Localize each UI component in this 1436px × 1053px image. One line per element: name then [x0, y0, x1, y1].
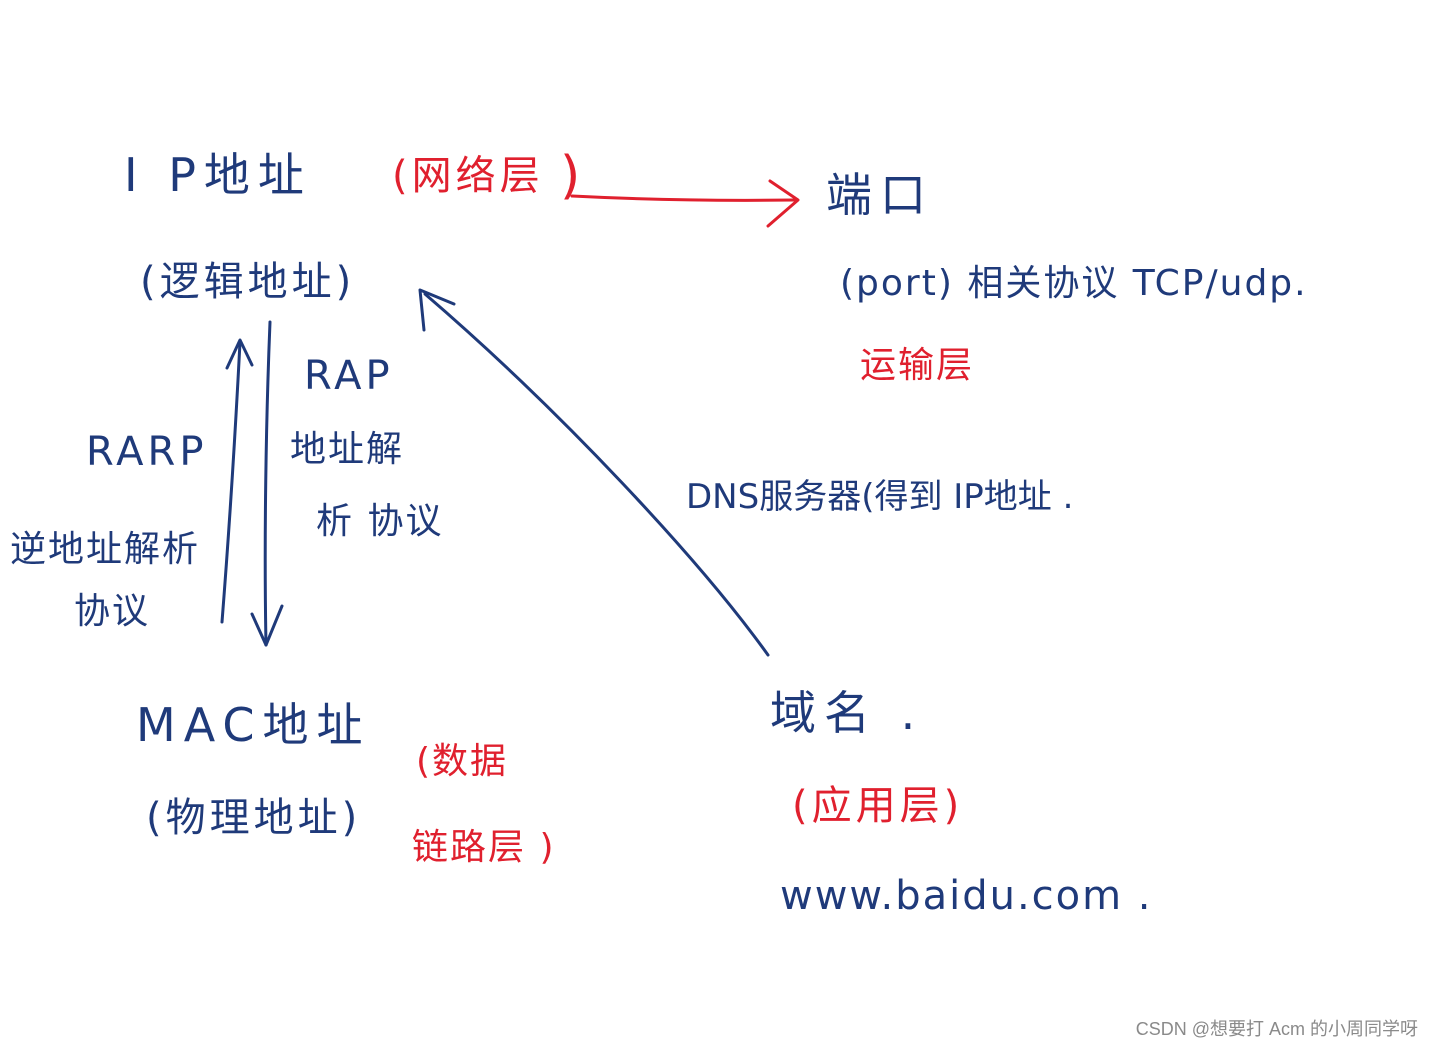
rarp-description-line2: 协议	[74, 591, 151, 632]
arrowhead-rap	[250, 604, 284, 647]
domain-layer-label: (应用层)	[792, 783, 964, 829]
arrowhead-port	[766, 179, 800, 228]
rarp-title: RARP	[86, 429, 208, 475]
arrow-dns	[423, 292, 770, 657]
ip-address-title: I P地址	[124, 148, 312, 202]
mac-layer-label-line1: (数据	[416, 741, 509, 782]
mac-layer-label-line2: 链路层 )	[412, 827, 556, 868]
watermark-text: CSDN @想要打 Acm 的小周同学呀	[1135, 1019, 1418, 1039]
domain-example: www.baidu.com .	[780, 873, 1153, 919]
ip-layer-label: (网络层	[392, 153, 544, 199]
rap-description-line2: 析 协议	[316, 501, 444, 542]
rap-title: RAP	[304, 353, 394, 399]
port-description: (port) 相关协议 TCP/udp.	[840, 263, 1308, 304]
mac-subtitle: (物理地址)	[146, 795, 362, 841]
domain-title: 域名 .	[770, 686, 924, 740]
rap-description-line1: 地址解	[290, 429, 405, 470]
mac-address-title: MAC地址	[136, 698, 371, 752]
arrow-rarp-up	[220, 340, 242, 624]
ip-subtitle: (逻辑地址)	[140, 259, 356, 305]
dns-description: DNS服务器(得到 IP地址 .	[686, 477, 1074, 517]
rarp-description-line1: 逆地址解析	[10, 529, 201, 570]
ip-layer-close-paren: )	[560, 146, 581, 206]
arrow-rap-down	[263, 320, 272, 647]
port-title: 端口	[826, 168, 934, 222]
arrowhead-rarp	[225, 338, 254, 370]
port-layer-label: 运输层	[860, 345, 975, 386]
arrowhead-dns	[418, 288, 456, 332]
arrow-ip-to-port	[570, 194, 797, 202]
